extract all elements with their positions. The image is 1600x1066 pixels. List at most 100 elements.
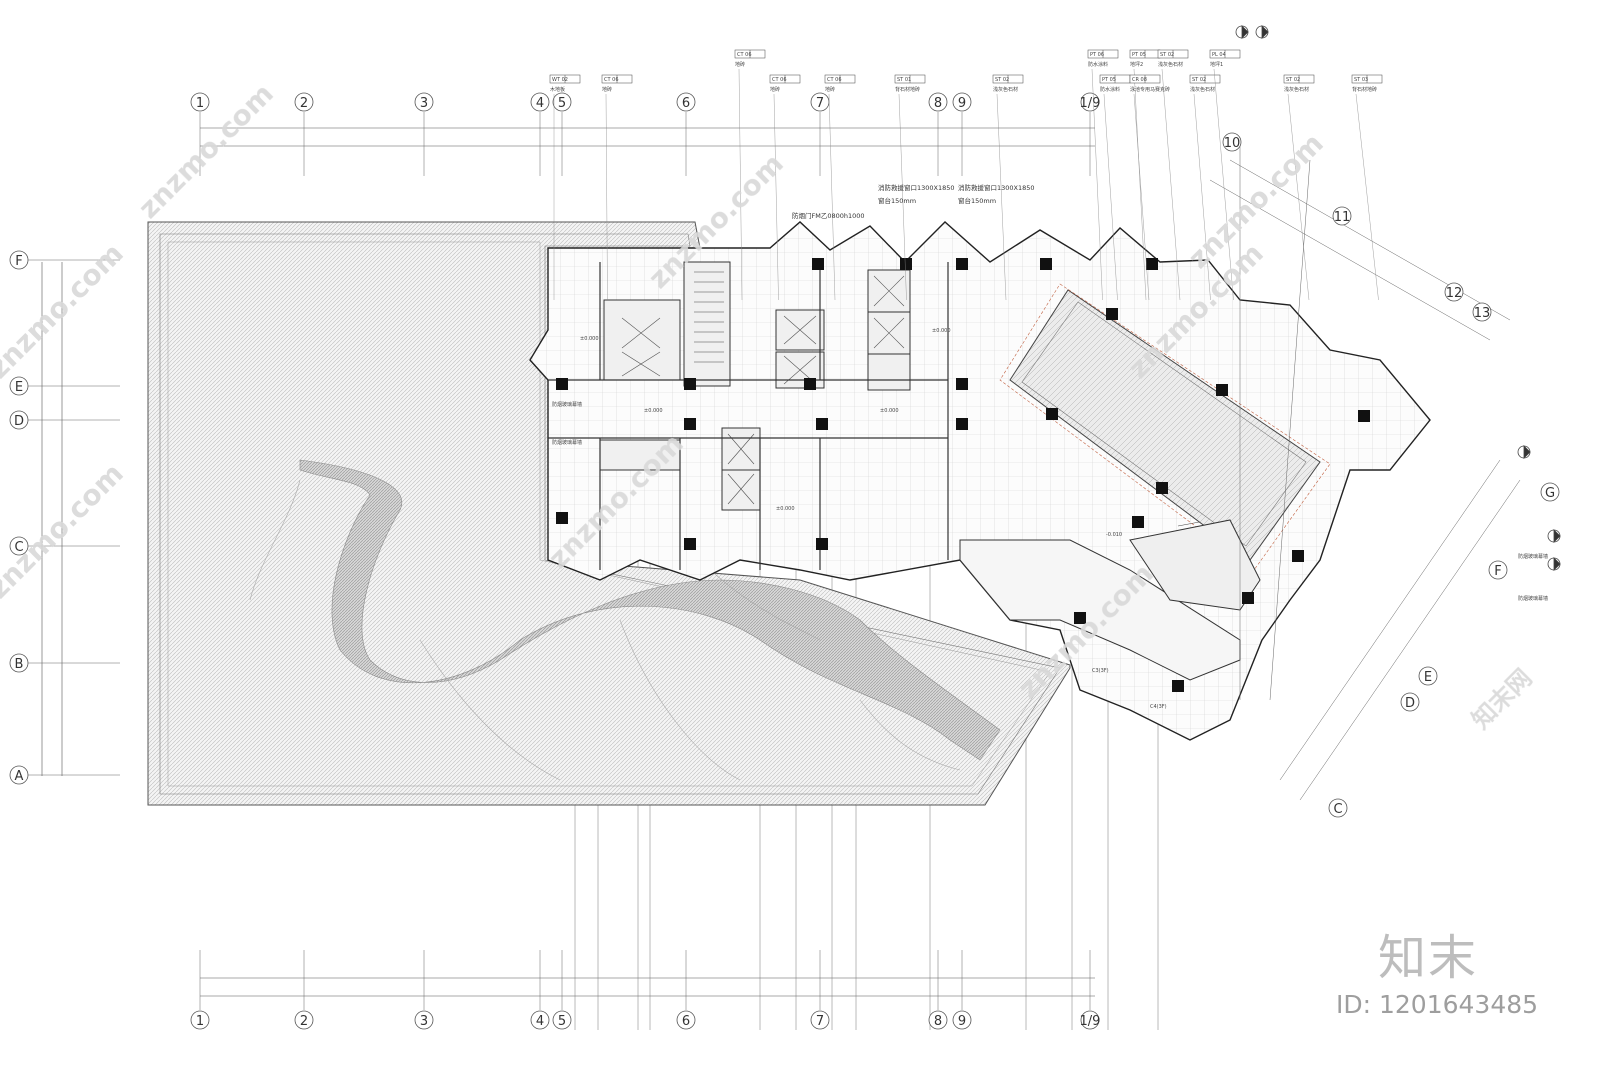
structural-column bbox=[1358, 410, 1370, 422]
material-tag-label: 地砖 bbox=[825, 86, 835, 93]
fire-door-note: 防烟门FM乙0800h1000 bbox=[792, 211, 865, 220]
grid-bubble bbox=[676, 1010, 696, 1030]
structural-column bbox=[900, 258, 912, 270]
sill-note-b: 窗台150mm bbox=[958, 196, 996, 205]
grid-bubble bbox=[9, 653, 29, 673]
material-tag-code: WT 02 bbox=[552, 77, 568, 83]
grid-row-label: D bbox=[1405, 696, 1415, 711]
watermark-text: znzmo.com bbox=[0, 457, 130, 605]
structural-column bbox=[684, 378, 696, 390]
structural-column bbox=[1156, 482, 1168, 494]
material-tag-label: 背石材地砖 bbox=[1352, 86, 1377, 93]
grid-bubble bbox=[1080, 1010, 1100, 1030]
material-tag-label: 泳池专用马赛克砖 bbox=[1130, 86, 1170, 93]
structural-column bbox=[684, 538, 696, 550]
structural-column bbox=[556, 512, 568, 524]
grid-column-label: 11 bbox=[1334, 210, 1351, 225]
main-building bbox=[529, 221, 1431, 741]
grid-column-label: 8 bbox=[934, 96, 942, 111]
material-tag-label: 木地板 bbox=[550, 86, 565, 93]
section-markers bbox=[1235, 25, 1561, 571]
landscape-paving-band bbox=[249, 459, 1001, 781]
material-leader bbox=[1103, 93, 1118, 301]
grid-row-label: D bbox=[14, 414, 24, 429]
material-tag-code: CT 06 bbox=[772, 77, 787, 83]
grid-bubble bbox=[928, 1010, 948, 1030]
window-note-b: 消防救援窗口1300X1850 bbox=[958, 183, 1035, 192]
grid-bubble bbox=[810, 92, 830, 112]
grid-row-label: G bbox=[1545, 486, 1555, 501]
grid-column-label: 10 bbox=[1224, 136, 1241, 151]
grid-bubble bbox=[1080, 92, 1100, 112]
structural-column bbox=[1106, 308, 1118, 320]
grid-column-label: 1 bbox=[196, 1014, 204, 1029]
window-tag-c4: C4(3F) bbox=[1150, 704, 1167, 710]
grid-column-label: 9 bbox=[958, 96, 966, 111]
grid-column-label: 12 bbox=[1446, 286, 1463, 301]
structural-column bbox=[816, 418, 828, 430]
grid-column-label: 7 bbox=[816, 1014, 824, 1029]
material-leader bbox=[996, 93, 1007, 301]
material-leader bbox=[1193, 93, 1211, 301]
material-leader bbox=[1287, 93, 1310, 301]
grid-row-lines bbox=[28, 259, 120, 776]
grid-bubble bbox=[1400, 692, 1420, 712]
material-tag-code: ST 01 bbox=[897, 77, 911, 83]
grid-bubble bbox=[190, 1010, 210, 1030]
interior-walls bbox=[548, 262, 949, 570]
grid-column-label: 4 bbox=[536, 1014, 544, 1029]
material-tag-code: ST 03 bbox=[1354, 77, 1368, 83]
brand-logo: 知末 bbox=[1378, 930, 1479, 986]
grid-bubble bbox=[1418, 666, 1438, 686]
window-tag-c3: C3(3F) bbox=[1092, 668, 1109, 674]
material-leader bbox=[1133, 93, 1150, 301]
watermark-text-cn: 知末网 bbox=[1466, 664, 1537, 735]
grid-bubble bbox=[294, 92, 314, 112]
grid-bubble bbox=[1222, 132, 1242, 152]
structural-column bbox=[684, 418, 696, 430]
material-tag-label: 防水涂料 bbox=[1088, 61, 1108, 68]
material-leader bbox=[828, 93, 836, 301]
window-note-a: 消防救援窗口1300X1850 bbox=[878, 183, 955, 192]
grid-row-label: C bbox=[14, 540, 23, 555]
material-tag-label: 背石材地砖 bbox=[895, 86, 920, 93]
grid-bubble bbox=[1540, 482, 1560, 502]
curtain-wall-note-b: 防烟玻璃幕墙 bbox=[552, 439, 582, 446]
grid-bubble bbox=[552, 1010, 572, 1030]
grid-bubble bbox=[9, 765, 29, 785]
structural-column bbox=[1146, 258, 1158, 270]
grid-bubble bbox=[9, 250, 29, 270]
level-mark: -0.010 bbox=[1106, 532, 1122, 538]
material-tag-code: ST 02 bbox=[995, 77, 1009, 83]
grid-row-label: E bbox=[1424, 670, 1432, 685]
structural-column bbox=[1040, 258, 1052, 270]
grid-column-label: 2 bbox=[300, 96, 308, 111]
grid-column-label: 1 bbox=[196, 96, 204, 111]
material-leader bbox=[1091, 68, 1103, 301]
grid-bubble bbox=[530, 1010, 550, 1030]
material-leader bbox=[605, 93, 608, 301]
grid-column-label: 4 bbox=[536, 96, 544, 111]
level-mark: ±0.000 bbox=[580, 336, 599, 342]
grid-row-label: F bbox=[1494, 564, 1501, 579]
grid-bubble bbox=[9, 376, 29, 396]
grid-column-label: 3 bbox=[420, 96, 428, 111]
grid-bubble bbox=[1488, 560, 1508, 580]
material-tag-label: 地坪1 bbox=[1210, 61, 1223, 68]
lift-cars bbox=[621, 275, 905, 505]
structural-column bbox=[1172, 680, 1184, 692]
grid-row-label: A bbox=[15, 769, 24, 784]
material-tag-code: CT 06 bbox=[827, 77, 842, 83]
grid-row-label: B bbox=[15, 657, 24, 672]
structural-column bbox=[1046, 408, 1058, 420]
level-mark: ±0.000 bbox=[880, 408, 899, 414]
material-tag-code: ST 02 bbox=[1192, 77, 1206, 83]
grid-axes bbox=[41, 127, 1095, 997]
structural-columns bbox=[556, 258, 1370, 692]
material-tag-label: 浅灰色石材 bbox=[1284, 86, 1309, 93]
